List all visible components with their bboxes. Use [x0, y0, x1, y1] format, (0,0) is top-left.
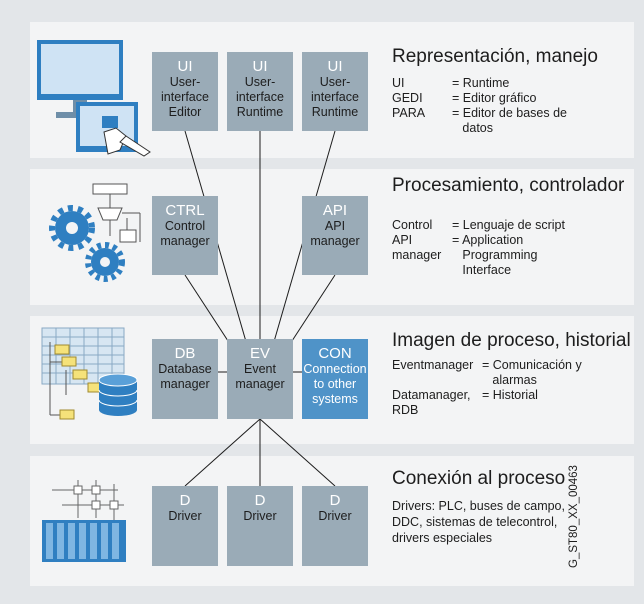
def-term: PARA	[392, 106, 426, 120]
box-label: User- interface Runtime	[236, 75, 284, 119]
box-label: Driver	[318, 509, 352, 523]
box-code: UI	[252, 58, 268, 75]
box-label: User- interface Runtime	[311, 75, 359, 119]
box-label: Event manager	[235, 362, 285, 391]
def-text: = Lenguaje de script	[452, 218, 565, 232]
def-term: Datamanager, RDB	[392, 388, 471, 417]
box-code: API	[322, 202, 348, 219]
driver-box-3: D Driver	[302, 486, 368, 566]
connection-other-systems-box: CON Connection to other systems	[302, 339, 368, 419]
box-label: Driver	[168, 509, 202, 523]
box-code: UI	[327, 58, 343, 75]
def-text: = Editor gráfico	[452, 91, 537, 105]
box-code: CTRL	[165, 202, 205, 219]
box-label: Database manager	[158, 362, 212, 391]
def-text: = Runtime	[452, 76, 510, 90]
database-manager-box: DB Database manager	[152, 339, 218, 419]
box-code: CON	[318, 345, 352, 362]
def-text: = Historial	[482, 388, 538, 402]
box-code: UI	[177, 58, 193, 75]
database-table-icon	[41, 327, 138, 420]
layer-title-process-image: Imagen de proceso, historial	[392, 330, 631, 351]
api-manager-box: API API manager	[302, 196, 368, 275]
plc-rack-icon	[42, 480, 126, 562]
gears-flowchart-icon	[49, 183, 141, 282]
layer-title-processing: Procesamiento, controlador	[392, 175, 625, 196]
definitions-process-image: Eventmanager = Comunicación y alarmas Dat…	[392, 358, 612, 418]
box-code: D	[179, 492, 191, 509]
box-code: D	[254, 492, 266, 509]
drivers-description: Drivers: PLC, buses de campo, DDC, siste…	[392, 499, 565, 545]
def-term: Control	[392, 218, 433, 232]
def-text: = Editor de bases de datos	[452, 106, 568, 135]
layer-title-representation: Representación, manejo	[392, 46, 598, 67]
image-id-label: G_ST80_XX_00463	[568, 465, 580, 568]
ui-runtime-box-2: UI User- interface Runtime	[302, 52, 368, 131]
ui-editor-box: UI User- interface Editor	[152, 52, 218, 131]
box-label: User- interface Editor	[161, 75, 209, 119]
driver-box-1: D Driver	[152, 486, 218, 566]
box-label: Connection to other systems	[303, 362, 367, 406]
box-label: API manager	[310, 219, 360, 248]
layer-title-process-connection: Conexión al proceso	[392, 468, 566, 489]
def-term: Eventmanager	[392, 358, 474, 372]
box-label: Control manager	[160, 219, 210, 248]
box-code: EV	[249, 345, 270, 362]
driver-box-2: D Driver	[227, 486, 293, 566]
definitions-representation: UI = Runtime GEDI = Editor gráfico PARA = E…	[392, 76, 602, 136]
box-label: Driver	[243, 509, 277, 523]
ui-runtime-box-1: UI User- interface Runtime	[227, 52, 293, 131]
def-text: = Application Programming Interface	[452, 233, 538, 277]
event-manager-box: EV Event manager	[227, 339, 293, 419]
def-term: GEDI	[392, 91, 423, 105]
def-text: = Comunicación y alarmas	[482, 358, 582, 387]
box-code: DB	[174, 345, 196, 362]
computer-touch-icon	[37, 40, 151, 157]
def-term: UI	[392, 76, 405, 90]
ctrl-manager-box: CTRL Control manager	[152, 196, 218, 275]
box-code: D	[329, 492, 341, 509]
definitions-processing: Control = Lenguaje de script API manager =…	[392, 218, 602, 278]
def-term: API manager	[392, 233, 442, 262]
